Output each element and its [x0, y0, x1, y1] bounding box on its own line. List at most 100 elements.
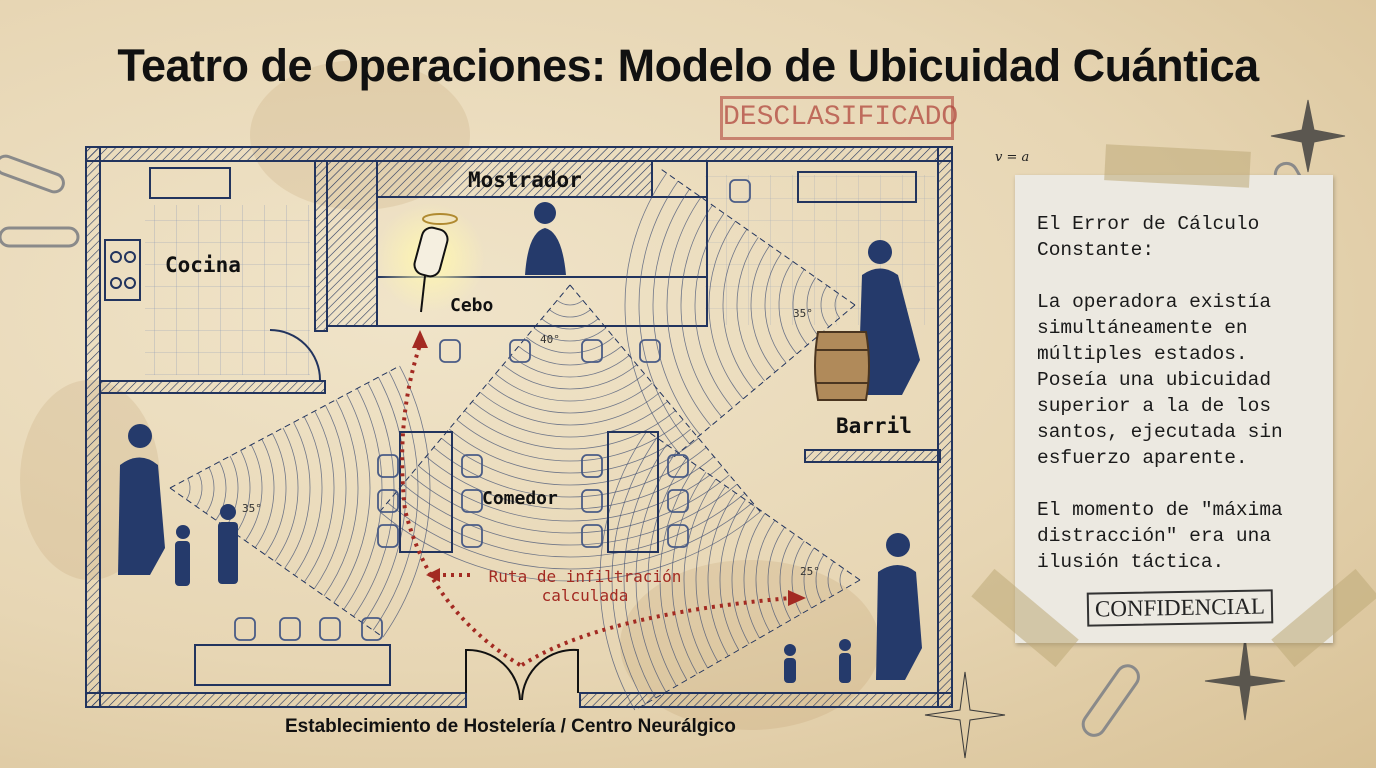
chair-icon — [461, 489, 483, 513]
cone-arc — [254, 438, 275, 548]
cone-arc — [382, 365, 431, 638]
cone-arc — [736, 237, 765, 382]
angle-label: 35° — [793, 307, 813, 320]
cone-arc — [834, 293, 840, 319]
chair-icon — [729, 179, 751, 203]
child-icon — [784, 644, 796, 683]
cone-arc — [274, 427, 299, 562]
chair-icon — [377, 454, 399, 478]
chair-icon — [509, 339, 531, 363]
cone-arc — [707, 492, 736, 657]
vision-cones — [169, 166, 861, 711]
chair-icon — [377, 524, 399, 548]
cone-arc — [433, 447, 707, 498]
cone-arc — [313, 405, 347, 590]
angle-label: 40° — [540, 333, 560, 346]
cone-arc — [402, 483, 738, 546]
operator-counter-icon — [525, 202, 566, 275]
chair-icon — [667, 524, 689, 548]
cone-arc — [456, 419, 684, 462]
kitchen-fixtures — [104, 167, 321, 381]
chair-icon — [461, 454, 483, 478]
cone-arc — [526, 336, 614, 354]
cone-arc — [671, 471, 707, 675]
cone-arc — [708, 221, 744, 400]
operator-barrel-icon — [858, 240, 920, 395]
chair-icon — [377, 489, 399, 513]
cone-arc — [764, 253, 787, 364]
cone-arc — [441, 437, 699, 486]
cone-arc — [806, 277, 819, 337]
chair-icon — [279, 617, 301, 641]
outer-walls — [85, 146, 953, 708]
angle-label: 25° — [800, 565, 820, 578]
chair-icon — [581, 339, 603, 363]
cone-arc — [791, 540, 805, 615]
cone-arc — [599, 430, 648, 711]
cone-arc — [284, 422, 311, 569]
child-icon — [218, 504, 238, 584]
cone-arc — [362, 377, 407, 624]
cone-arc — [755, 520, 776, 633]
cone-arc — [225, 455, 239, 528]
cone-arc — [827, 561, 835, 597]
plan-caption: Establecimiento de Hostelería / Centro N… — [285, 716, 736, 737]
tape-strip — [1104, 144, 1251, 188]
child-icon — [839, 639, 851, 683]
barrel-label: Barril — [836, 414, 912, 438]
cone-arc — [731, 506, 756, 645]
cone-arc — [694, 212, 733, 409]
cone-arc — [387, 502, 753, 570]
cone-arc — [815, 554, 825, 603]
chair-icon — [361, 617, 383, 641]
cone-arc — [333, 393, 371, 603]
cone-arc — [647, 458, 687, 687]
cone-arc — [343, 388, 383, 610]
cone-edge — [646, 430, 861, 581]
cone-arc — [722, 229, 755, 391]
cone-arc — [533, 327, 607, 342]
cone-arc — [839, 568, 844, 591]
cone-arc — [624, 172, 680, 454]
cone-arc — [638, 180, 690, 445]
cone-edge — [376, 284, 571, 516]
cone-arc — [495, 373, 645, 402]
cone-arc — [215, 461, 227, 521]
cone-arc — [518, 345, 622, 366]
chair-icon — [234, 617, 256, 641]
cone-edge — [169, 487, 384, 638]
cone-arc — [379, 511, 761, 582]
cone-arc — [264, 433, 287, 555]
entrance-doors — [465, 648, 579, 701]
cone-arc — [659, 465, 697, 681]
note-body: La operadora existía simultáneamente en … — [1037, 291, 1283, 469]
chair-icon — [581, 489, 603, 513]
cone-arc — [779, 533, 795, 621]
chair-icon — [581, 454, 603, 478]
cone-arc — [195, 472, 203, 507]
route-label-line: calculada — [541, 586, 629, 605]
note-heading: El Error de Cálculo Constante: — [1037, 213, 1260, 261]
cone-arc — [418, 465, 722, 522]
bait-label: Cebo — [450, 295, 494, 316]
counter-room — [326, 160, 917, 327]
cone-arc — [666, 196, 712, 427]
room-label-counter: Mostrador — [468, 168, 582, 192]
confidential-note-card: El Error de Cálculo Constante: La operad… — [1015, 175, 1333, 643]
cone-arc — [719, 499, 746, 651]
cone-arc — [479, 391, 661, 426]
cone-arc — [304, 410, 335, 583]
cone-arc — [611, 437, 658, 705]
chair-icon — [667, 454, 689, 478]
cone-arc — [472, 401, 668, 438]
page-title: Teatro de Operaciones: Modelo de Ubicuid… — [117, 40, 1259, 91]
cone-arc — [502, 364, 638, 390]
cone-arc — [556, 300, 584, 306]
cone-edge — [569, 284, 764, 516]
operator-right-icon — [876, 533, 922, 680]
route-label-line: Ruta de infiltración — [488, 567, 682, 586]
cone-arc — [778, 261, 798, 355]
infiltration-route — [400, 344, 791, 667]
cone-arc — [294, 416, 323, 576]
cone-arc — [541, 318, 599, 330]
